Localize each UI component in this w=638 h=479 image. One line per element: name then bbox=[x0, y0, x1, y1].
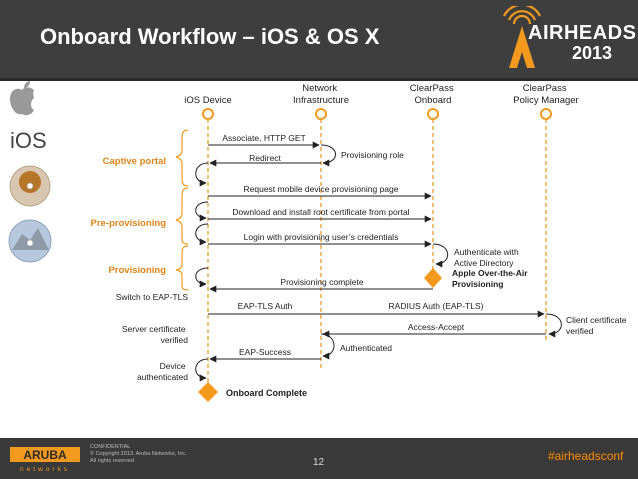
message-download-root-certificate: Download and install root certificate fr… bbox=[232, 207, 409, 217]
svg-text:ARUBA: ARUBA bbox=[23, 448, 67, 462]
message-arrows bbox=[195, 141, 562, 382]
svg-text:iOS: iOS bbox=[10, 128, 47, 153]
phase-braces bbox=[175, 129, 189, 291]
message-apple-ota-provisioning: Apple Over-the-Air Provisioning bbox=[452, 268, 530, 289]
header-divider bbox=[0, 78, 638, 81]
message-eap-success: EAP-Success bbox=[239, 347, 291, 357]
side-note-device-authenticated: Device authenticated bbox=[137, 361, 188, 382]
page-number: 12 bbox=[313, 457, 325, 468]
message-authenticate-active-directory: Authenticate with Active Directory bbox=[454, 247, 521, 268]
message-radius-auth: RADIUS Auth (EAP-TLS) bbox=[389, 301, 484, 311]
svg-text:networks: networks bbox=[20, 466, 70, 473]
message-redirect: Redirect bbox=[249, 153, 281, 163]
onboard-complete-label: Onboard Complete bbox=[226, 388, 307, 398]
message-provisioning-complete: Provisioning complete bbox=[280, 277, 363, 287]
sequence-diagram: iOS iOS Device Network Infrastructure Cl… bbox=[8, 81, 629, 402]
footer-confidential: CONFIDENTIAL © Copyright 2013. Aruba Net… bbox=[90, 444, 187, 464]
apple-logo-icon bbox=[10, 81, 34, 116]
airheads-year-text: 2013 bbox=[572, 43, 613, 63]
ios-logo-icon: iOS bbox=[10, 128, 47, 153]
lifeline-label-network-infrastructure: Network Infrastructure bbox=[293, 83, 349, 106]
message-request-provisioning-page: Request mobile device provisioning page bbox=[244, 184, 399, 194]
os-x-mountain-lion-icon bbox=[8, 219, 52, 263]
apple-ota-diamond bbox=[424, 268, 442, 288]
phase-label-captive-portal: Captive portal bbox=[103, 156, 166, 167]
message-associate-http-get: Associate, HTTP GET bbox=[222, 133, 305, 143]
onboard-complete-diamond bbox=[198, 382, 218, 402]
message-access-accept: Access-Accept bbox=[408, 322, 465, 332]
airheads-brand-text: AIRHEADS bbox=[528, 22, 637, 44]
phase-label-pre-provisioning: Pre-provisioning bbox=[91, 218, 167, 229]
side-note-switch-to-eap-tls: Switch to EAP-TLS bbox=[116, 292, 189, 302]
lifeline-label-clearpass-policy-manager: ClearPass Policy Manager bbox=[513, 83, 578, 106]
footer-hashtag: #airheadsconf bbox=[548, 449, 624, 463]
lifeline-label-clearpass-onboard: ClearPass Onboard bbox=[410, 83, 456, 106]
aruba-networks-logo-icon: ARUBA networks bbox=[10, 447, 80, 473]
footer-bar: ARUBA networks CONFIDENTIAL © Copyright … bbox=[0, 438, 638, 479]
slide-title: Onboard Workflow – iOS & OS X bbox=[40, 24, 380, 49]
lifeline-label-ios-device: iOS Device bbox=[184, 95, 232, 106]
message-eap-tls-auth: EAP-TLS Auth bbox=[238, 301, 293, 311]
phase-label-provisioning: Provisioning bbox=[108, 265, 166, 276]
message-provisioning-role: Provisioning role bbox=[341, 150, 404, 160]
lifeline-head-circles bbox=[202, 108, 552, 120]
airheads-logo-icon bbox=[503, 6, 541, 68]
message-client-certificate-verified: Client certificate verified bbox=[566, 315, 629, 336]
side-note-server-certificate-verified: Server certificate verified bbox=[122, 324, 188, 345]
os-x-lion-disc-icon bbox=[9, 165, 51, 207]
message-login-provisioning-credentials: Login with provisioning user’s credentia… bbox=[244, 232, 399, 242]
message-authenticated: Authenticated bbox=[340, 343, 392, 353]
